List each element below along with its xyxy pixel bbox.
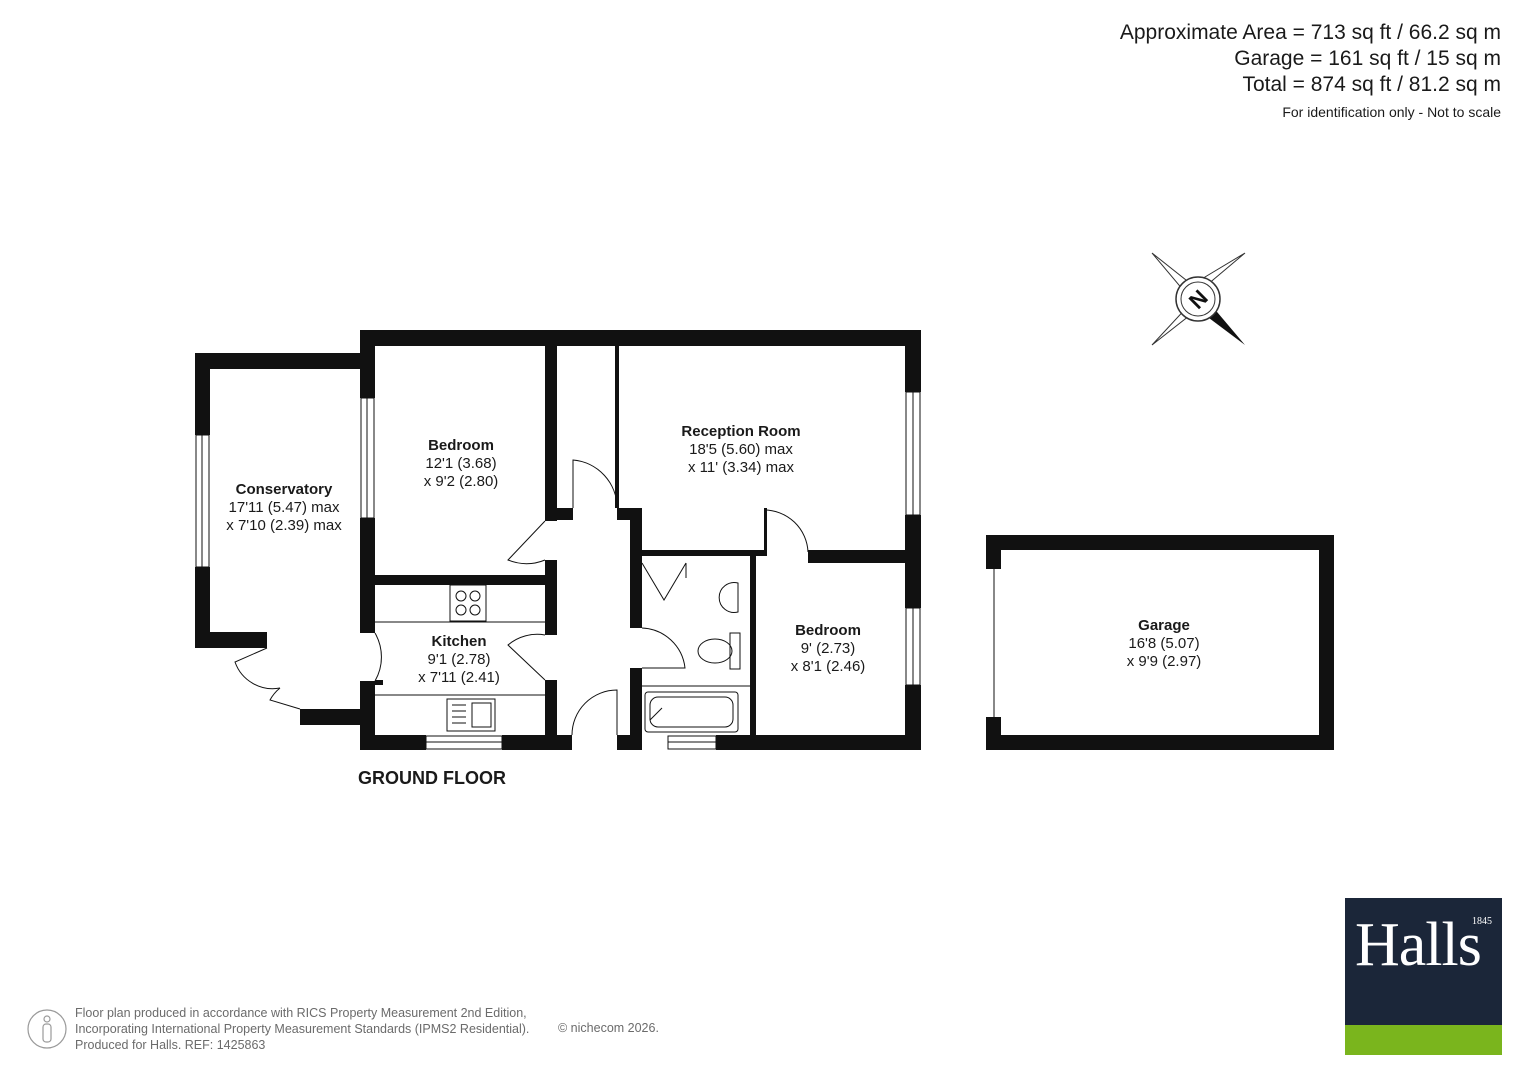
room-bedroom-1: Bedroom 12'1 (3.68) x 9'2 (2.80) [423, 437, 499, 490]
internal-walls [375, 346, 913, 750]
kitchen-fittings [375, 584, 545, 732]
person-icon [27, 1009, 67, 1049]
copyright: © nichecom 2026. [558, 1021, 659, 1035]
approximate-area: Approximate Area = 713 sq ft / 66.2 sq m [1119, 21, 1501, 44]
room-bedroom-2: Bedroom 9' (2.73) x 8'1 (2.46) [790, 622, 866, 675]
halls-logo: Halls 1845 [1345, 898, 1502, 1055]
logo-text: Halls [1355, 911, 1482, 979]
garage-area: Garage = 161 sq ft / 15 sq m [1234, 47, 1501, 70]
compass-icon: N [1151, 252, 1246, 346]
area-summary: Approximate Area = 713 sq ft / 66.2 sq m… [1120, 20, 1501, 120]
door-swings [234, 459, 809, 736]
house-walls [195, 330, 921, 750]
bathroom-fittings [641, 562, 750, 733]
garage-walls [986, 535, 1334, 750]
sink-icon [446, 698, 496, 732]
washbasin-icon [718, 582, 739, 613]
room-conservatory: Conservatory 17'11 (5.47) max x 7'10 (2.… [226, 481, 342, 534]
logo-band [1345, 1025, 1502, 1055]
room-kitchen: Kitchen 9'1 (2.78) x 7'11 (2.41) [418, 633, 500, 686]
hob-icon [449, 584, 487, 622]
room-garage: Garage 16'8 (5.07) x 9'9 (2.97) [1126, 617, 1202, 670]
footer-notes: Floor plan produced in accordance with R… [75, 1006, 530, 1052]
windows [195, 391, 921, 750]
room-reception: Reception Room 18'5 (5.60) max x 11' (3.… [681, 423, 801, 476]
toilet-icon [697, 638, 733, 664]
floor-label: GROUND FLOOR [358, 768, 506, 788]
scale-note: For identification only - Not to scale [1282, 104, 1501, 120]
logo-year: 1845 [1472, 916, 1492, 927]
total-area: Total = 874 sq ft / 81.2 sq m [1242, 73, 1501, 96]
bath-icon [644, 691, 739, 733]
